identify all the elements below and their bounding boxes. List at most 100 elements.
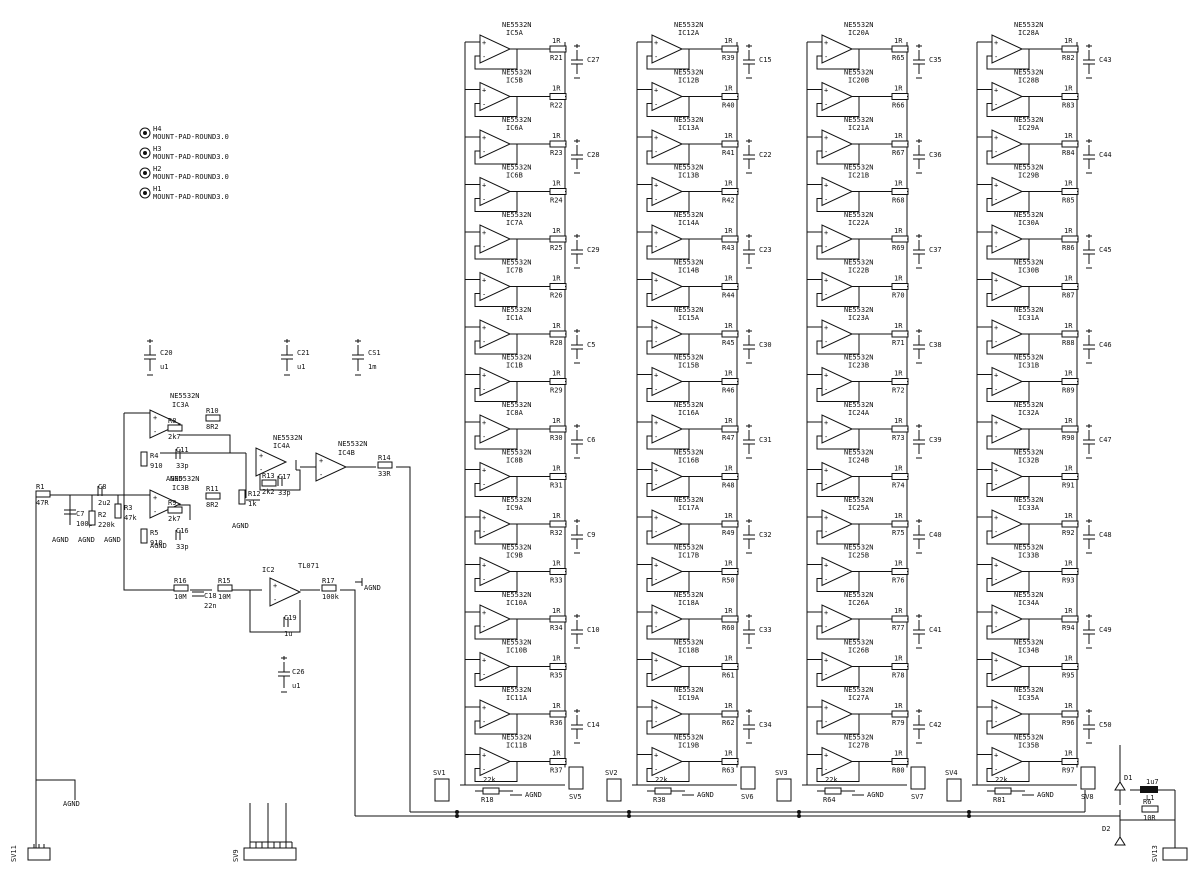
opamp-type: NE5532N <box>674 496 704 504</box>
decoupling-capacitor: C37 <box>913 234 942 269</box>
svg-text:-: - <box>994 433 998 441</box>
svg-text:+: + <box>824 134 828 142</box>
opamp-name: IC18B <box>678 647 699 655</box>
svg-text:-: - <box>824 576 828 584</box>
svg-text:-: - <box>482 53 486 61</box>
resistor-name: R34 <box>550 624 563 632</box>
resistor-name: R68 <box>892 197 905 205</box>
resistor-name: R22 <box>550 102 563 110</box>
resistor-name: R24 <box>550 197 563 205</box>
resistor-name: R95 <box>1062 672 1075 680</box>
resistor-value: 1R <box>724 132 733 140</box>
svg-text:+: + <box>994 657 998 665</box>
load-resistor-value: 22k <box>995 776 1008 784</box>
capacitor-name: C34 <box>759 721 772 729</box>
resistor-value: 1R <box>724 702 733 710</box>
resistor-name: R49 <box>722 529 735 537</box>
svg-text:-: - <box>259 466 263 474</box>
resistor-value: 1R <box>894 655 903 663</box>
opamp-name: IC31A <box>1018 314 1040 322</box>
resistor-value: 1R <box>724 37 733 45</box>
connector-label: SV13 <box>1151 845 1159 862</box>
ground-label: AGND <box>63 800 80 808</box>
mount-pad: H2 MOUNT-PAD-ROUND3.0 <box>139 165 229 181</box>
resistor-value: 1R <box>894 180 903 188</box>
svg-text:-: - <box>994 623 998 631</box>
resistor-name: R93 <box>1062 577 1075 585</box>
resistor-name: R88 <box>1062 339 1075 347</box>
resistor-value: 1R <box>1064 607 1073 615</box>
capacitor-value: 1m <box>368 363 376 371</box>
resistor-value: 1R <box>724 655 733 663</box>
svg-text:+: + <box>482 372 486 380</box>
part-name: R11 <box>206 485 219 493</box>
part-name: R9 <box>168 499 176 507</box>
decoupling-capacitor: C42 <box>913 709 942 744</box>
mount-pad: H4 MOUNT-PAD-ROUND3.0 <box>139 125 229 141</box>
capacitor-name: C29 <box>587 246 600 254</box>
svg-text:-: - <box>482 148 486 156</box>
capacitor-value: u1 <box>297 363 305 371</box>
svg-text:+: + <box>824 609 828 617</box>
resistor-name: R39 <box>722 54 735 62</box>
resistor-value: 1R <box>894 132 903 140</box>
svg-text:-: - <box>482 101 486 109</box>
resistor-value: 1R <box>1064 275 1073 283</box>
part-value: 2u2 <box>98 499 111 507</box>
svg-text:-: - <box>482 386 486 394</box>
svg-text:-: - <box>654 576 658 584</box>
opamp-name: IC9B <box>506 552 523 560</box>
opamp-name: IC28B <box>1018 77 1039 85</box>
resistor-name: R50 <box>722 577 735 585</box>
svg-text:+: + <box>824 39 828 47</box>
svg-text:+: + <box>824 229 828 237</box>
resistor-value: 1R <box>552 180 561 188</box>
opamp-name: IC11A <box>506 694 528 702</box>
svg-text:+: + <box>319 457 323 465</box>
supply-capacitor: C21 u1 <box>281 339 310 376</box>
load-resistor-value: 22k <box>483 776 496 784</box>
capacitor-name: C47 <box>1099 436 1112 444</box>
resistor-value: 1R <box>894 417 903 425</box>
capacitor-name: C46 <box>1099 341 1112 349</box>
resistor-name: R43 <box>722 244 735 252</box>
svg-text:-: - <box>994 196 998 204</box>
resistor-name: R92 <box>1062 529 1075 537</box>
resistor-name: R62 <box>722 719 735 727</box>
part-value: 100k <box>322 593 340 601</box>
capacitor-name: C41 <box>929 626 942 634</box>
part-name: R8 <box>168 417 176 425</box>
svg-text:+: + <box>654 752 658 760</box>
opamp-type: NE5532N <box>1014 639 1044 647</box>
inductor-value: 1u7 <box>1146 778 1159 786</box>
svg-text:+: + <box>153 414 157 422</box>
opamp-type: NE5532N <box>844 686 874 694</box>
opamp-type: NE5532N <box>674 211 704 219</box>
svg-text:+: + <box>824 372 828 380</box>
decoupling-capacitor: C6 <box>571 424 595 459</box>
opamp-name: IC20B <box>848 77 869 85</box>
opamp-type: NE5532N <box>844 354 874 362</box>
svg-text:+: + <box>654 229 658 237</box>
opamp-name: IC23B <box>848 362 869 370</box>
svg-text:-: - <box>482 243 486 251</box>
part-name: R1 <box>36 483 44 491</box>
decoupling-capacitor: C22 <box>743 139 772 174</box>
resistor-name: R79 <box>892 719 905 727</box>
svg-text:-: - <box>482 196 486 204</box>
